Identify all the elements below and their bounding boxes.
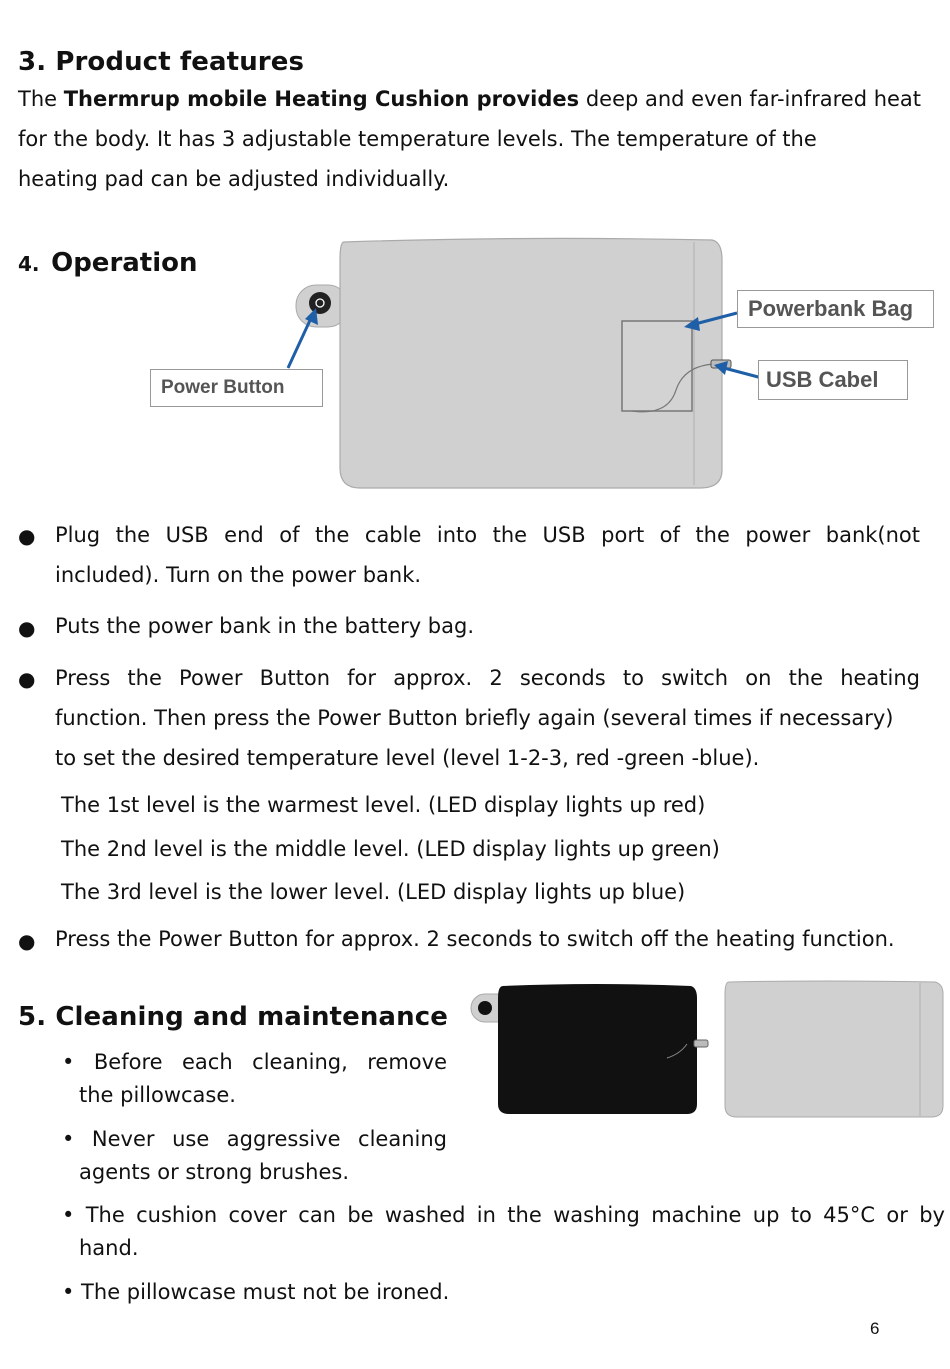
cleaning-item-2: • Never use aggressive cleaning agents o… <box>62 1127 447 1184</box>
bullet-icon: ● <box>18 616 36 640</box>
section-5-heading: 5. Cleaning and maintenance <box>18 1002 448 1032</box>
operation-bullet-2: Puts the power bank in the battery bag. <box>55 614 475 638</box>
section-4-heading: 4. Operation <box>18 248 198 278</box>
cleaning-illustration <box>470 980 944 1118</box>
powerbank-bag-label: Powerbank Bag <box>737 290 934 328</box>
usb-plug <box>693 1039 709 1048</box>
bullet-icon: ● <box>18 667 36 691</box>
operation-bullet-1: Plug the USB end of the cable into the U… <box>55 523 920 587</box>
section-3-line-1: The Thermrup mobile Heating Cushion prov… <box>18 87 922 111</box>
powerbank-bag <box>621 320 693 412</box>
heating-pad-uncovered <box>498 984 697 1114</box>
power-button-icon <box>478 1001 492 1015</box>
page-number: 6 <box>870 1319 880 1338</box>
usb-cable-arrow <box>723 366 763 380</box>
cleaning-item-1: • Before each cleaning, remove the pillo… <box>62 1050 447 1107</box>
section-3-line-3: heating pad can be adjusted individually… <box>18 167 450 191</box>
usb-cable-label: USB Cabel <box>758 360 908 400</box>
level-1-text: The 1st level is the warmest level. (LED… <box>61 793 706 817</box>
power-button-arrow <box>286 315 314 369</box>
operation-diagram <box>286 237 763 489</box>
usb-cable <box>631 363 715 413</box>
cleaning-item-4: • The pillowcase must not be ironed. <box>62 1280 450 1304</box>
powerbank-arrow <box>694 311 738 326</box>
power-button-label: Power Button <box>150 369 323 407</box>
product-name: Thermrup mobile Heating Cushion provides <box>63 87 580 111</box>
section-3-heading: 3. Product features <box>18 47 305 77</box>
power-button-icon <box>309 292 331 314</box>
bullet-icon: ● <box>18 524 36 548</box>
section-3-line-2: for the body. It has 3 adjustable temper… <box>18 127 817 151</box>
level-2-text: The 2nd level is the middle level. (LED … <box>61 837 720 861</box>
pillowcase <box>724 980 944 1118</box>
level-3-text: The 3rd level is the lower level. (LED d… <box>61 880 686 904</box>
section-3-paragraph: The Thermrup mobile Heating Cushion prov… <box>18 79 933 199</box>
bullet-icon: ● <box>18 929 36 953</box>
operation-bullet-3: Press the Power Button for approx. 2 sec… <box>55 666 920 770</box>
operation-bullet-4: Press the Power Button for approx. 2 sec… <box>55 927 895 951</box>
usb-cable <box>666 1043 688 1059</box>
cleaning-item-3: • The cushion cover can be washed in the… <box>62 1203 945 1260</box>
